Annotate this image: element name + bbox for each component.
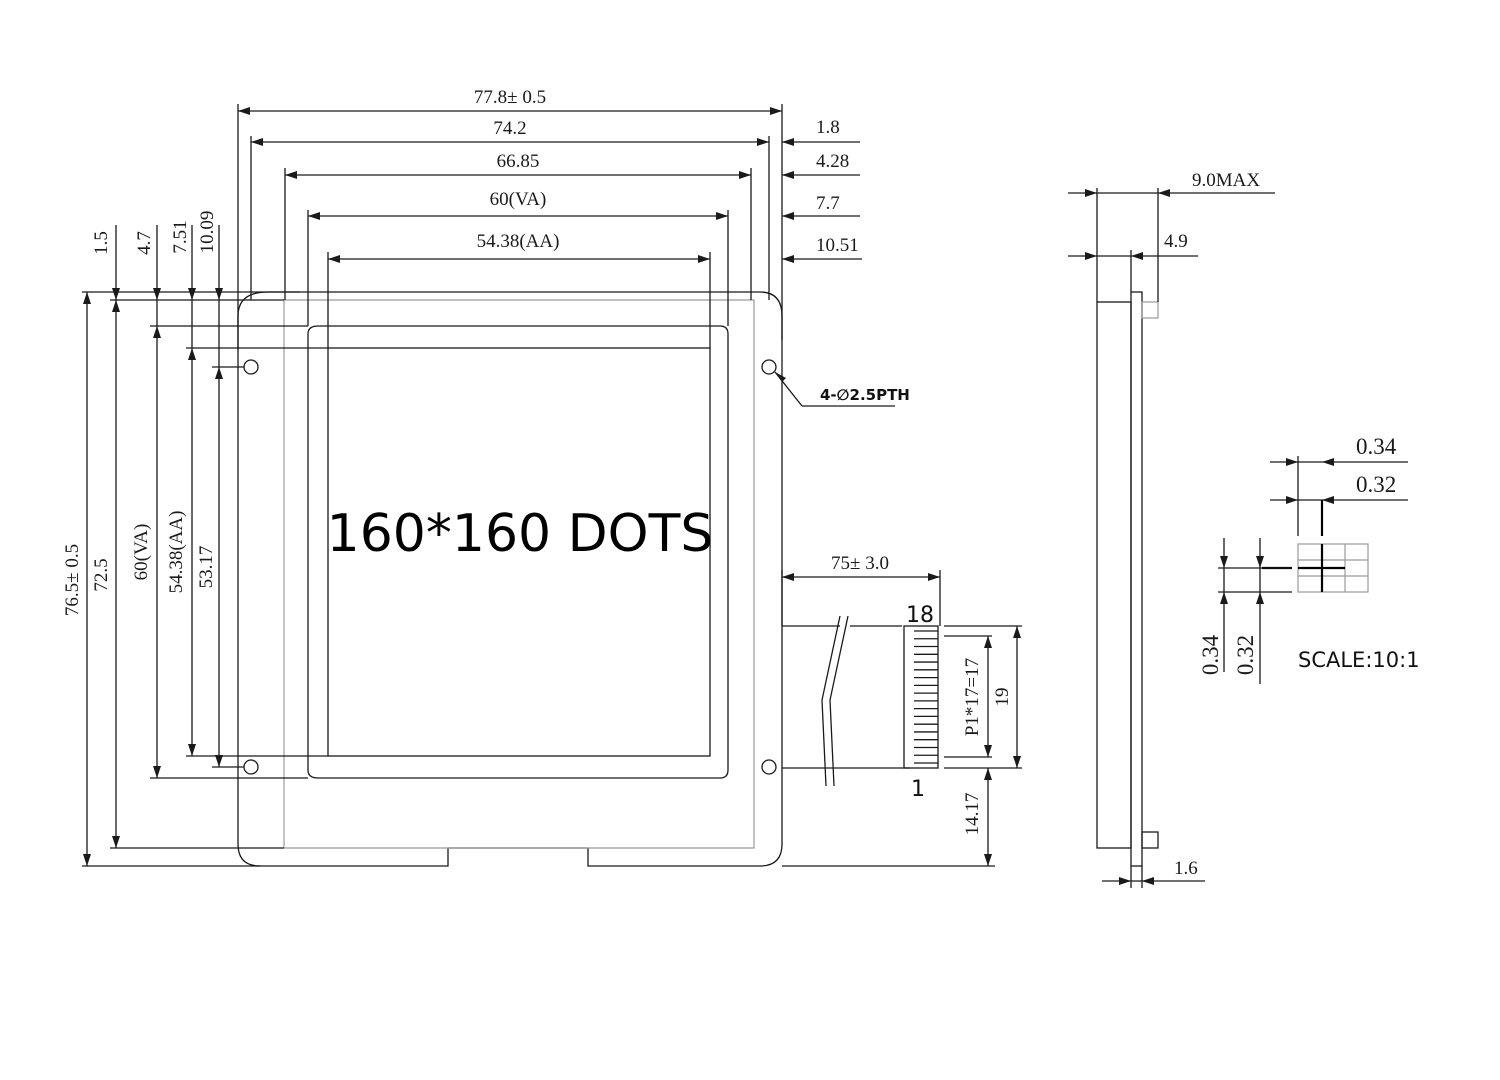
dim-va-height: 60(VA)	[131, 524, 152, 581]
top-dimensions: 77.8± 0.5 74.2 66.85 60(VA) 54.38(AA) 1.…	[237, 87, 862, 350]
side-tab-bottom	[1141, 831, 1159, 849]
dim-dot-pitch-h: 0.34	[1356, 434, 1397, 459]
fpc-pin-last: 18	[906, 603, 934, 628]
dot-detail: 0.34 0.32 0.34 0.32 SCALE:10:1	[1198, 434, 1420, 684]
front-view: 160*160 DOTS 4-∅2.5PTH	[237, 291, 910, 867]
mount-hole-bl	[243, 759, 259, 775]
left-dimensions: 76.5± 0.5 72.5 60(VA) 54.38(AA) 53.17 1.…	[62, 211, 328, 867]
bezel-outline	[307, 325, 729, 779]
dim-fpc-length: 75± 3.0	[831, 553, 889, 574]
dim-glass-height: 72.5	[91, 558, 112, 591]
mount-hole-tr	[761, 359, 777, 375]
mount-hole-br	[761, 759, 777, 775]
dim-top-offset-1: 1.5	[91, 231, 112, 255]
dim-outline-width: 77.8± 0.5	[474, 87, 546, 108]
dim-dot-size-v: 0.32	[1233, 635, 1258, 675]
dim-aa-width: 54.38(AA)	[477, 231, 560, 252]
dim-top-offset-3: 7.51	[170, 220, 191, 253]
dim-dot-size-h: 0.32	[1356, 472, 1396, 497]
dim-top-offset-2: 4.7	[134, 231, 155, 255]
dim-fpc-width: 19	[992, 688, 1013, 707]
pcb-outline	[237, 291, 783, 867]
fpc-pins	[914, 630, 938, 764]
dim-hole-pitch: 53.17	[196, 546, 217, 589]
dim-dot-pitch-v: 0.34	[1198, 634, 1223, 675]
dim-right-offset-2: 4.28	[816, 151, 849, 172]
dim-va-width: 60(VA)	[490, 189, 547, 210]
dim-bezel-width: 66.85	[497, 151, 540, 172]
dim-aa-height: 54.38(AA)	[166, 511, 187, 594]
dim-outline-height: 76.5± 0.5	[62, 544, 83, 616]
fpc-cable: 18 1 75± 3.0 P1*17=17 19 14.17	[781, 553, 1022, 867]
dim-top-offset-4: 10.09	[197, 211, 218, 254]
dim-right-offset-4: 10.51	[816, 235, 859, 256]
fpc-connector	[903, 625, 939, 769]
dim-glass-width: 74.2	[493, 118, 526, 139]
display-label: 160*160 DOTS	[327, 504, 714, 564]
dim-right-offset-3: 7.7	[816, 193, 840, 214]
active-area	[327, 347, 711, 757]
side-pcb	[1130, 291, 1143, 867]
dim-right-offset-1: 1.8	[816, 117, 840, 138]
fpc-pin-first: 1	[911, 777, 925, 802]
side-module-body	[1096, 301, 1132, 849]
mount-hole-tl	[243, 359, 259, 375]
hole-note: 4-∅2.5PTH	[820, 386, 910, 404]
glass-outline	[283, 299, 755, 849]
side-tab-top	[1141, 301, 1159, 319]
side-view: 9.0MAX 4.9 1.6	[1068, 170, 1275, 888]
dim-max-thickness: 9.0MAX	[1192, 170, 1260, 191]
dim-pcb-thickness: 1.6	[1174, 858, 1198, 879]
scale-note: SCALE:10:1	[1298, 648, 1420, 672]
dim-fpc-pitch: P1*17=17	[962, 658, 983, 736]
dim-module-thickness: 4.9	[1164, 231, 1188, 252]
dim-fpc-bottom-offset: 14.17	[962, 793, 983, 836]
